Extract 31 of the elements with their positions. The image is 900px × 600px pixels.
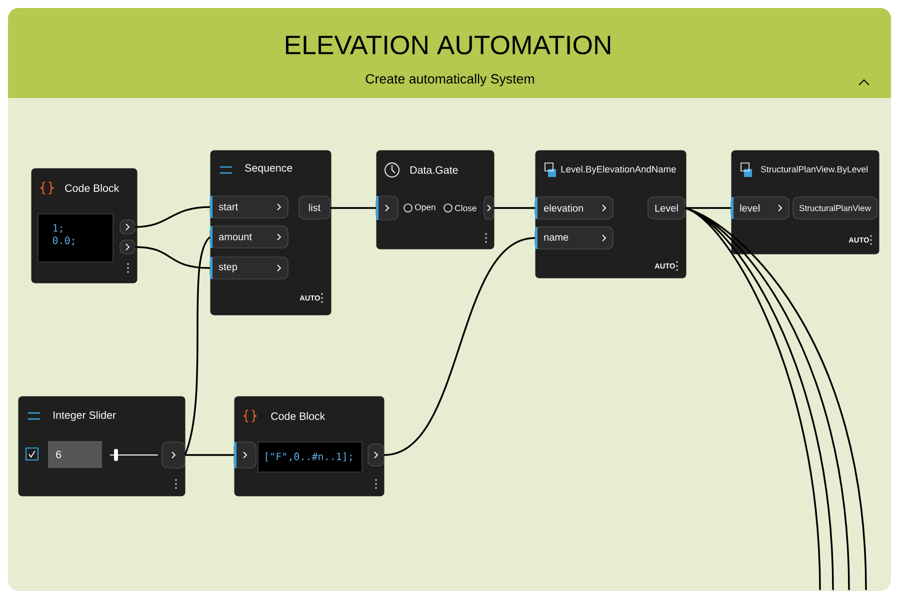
wire <box>685 207 731 209</box>
node-title: StructuralPlanView.ByLevel <box>761 166 868 174</box>
output-port: Level <box>648 196 686 220</box>
node-title: Code Block <box>271 412 326 420</box>
code-box: 1; 0.0; <box>38 214 114 262</box>
input-port: name <box>534 226 614 250</box>
subtitle: Create automatically System <box>366 74 534 86</box>
radio-option: Open <box>404 204 436 212</box>
wire <box>134 206 210 228</box>
output-port: StructuralPlanView <box>792 196 878 220</box>
wire <box>494 207 535 209</box>
input-port: elevation <box>534 196 614 220</box>
wire <box>384 237 536 456</box>
input-port: step <box>210 256 288 280</box>
node-title: Level.ByElevationAndName <box>561 166 676 174</box>
input-port: level <box>730 196 790 220</box>
node-title: Sequence <box>245 164 292 174</box>
radio-option: Close <box>444 204 476 212</box>
output-port: list <box>298 196 330 220</box>
title: ELEVATION AUTOMATION <box>286 36 610 54</box>
node-title: Integer Slider <box>54 411 116 421</box>
wire <box>330 207 376 209</box>
wire <box>134 246 210 269</box>
wire <box>184 236 211 456</box>
node-title: Code Block <box>65 184 120 192</box>
code-box: ["F",0..#n..1]; <box>258 442 362 472</box>
wire <box>185 454 234 456</box>
value-field: 6 <box>48 441 102 468</box>
input-port: start <box>210 196 288 218</box>
input-port: amount <box>210 226 288 248</box>
node-title: Data.Gate <box>410 166 458 174</box>
